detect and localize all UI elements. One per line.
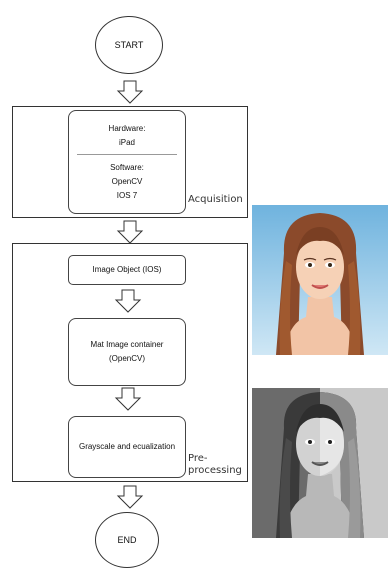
arrow-down-icon [116,80,144,104]
mat-image-box: Mat Image container (OpenCV) [68,318,186,386]
image-object-box: Image Object (IOS) [68,255,186,285]
image-object-label: Image Object (IOS) [92,265,162,274]
start-label: START [114,40,144,50]
acquisition-frame [12,106,248,218]
arrow-down-icon [114,387,142,411]
preprocessing-label-line2: processing [188,465,242,476]
acquisition-label: Acquisition [188,194,243,205]
divider [77,153,177,155]
grayscale-label: Grayscale and ecualization [78,442,176,451]
mat-image-label: Mat Image container [90,340,164,349]
arrow-down-icon [116,220,144,244]
preprocessing-label-line1: Pre- [188,453,208,464]
arrow-down-icon [114,289,142,313]
arrow-down-icon [116,485,144,509]
end-label: END [117,535,137,545]
color-face-image [252,205,388,355]
mat-image-sublabel: (OpenCV) [108,354,145,363]
software-value-ios: IOS 7 [116,190,138,200]
hardware-title: Hardware: [108,123,146,133]
end-node: END [95,512,159,568]
grayscale-box: Grayscale and ecualization [68,416,186,478]
hardware-value: iPad [118,137,135,147]
preprocessing-label: Pre- processing [188,453,242,477]
hardware-software-box: Hardware: iPad Software: OpenCV IOS 7 [68,110,186,214]
start-node: START [95,16,163,74]
software-title: Software: [110,162,144,172]
preprocessing-frame [12,243,248,482]
grayscale-face-image [252,388,388,538]
software-value-opencv: OpenCV [111,176,143,186]
